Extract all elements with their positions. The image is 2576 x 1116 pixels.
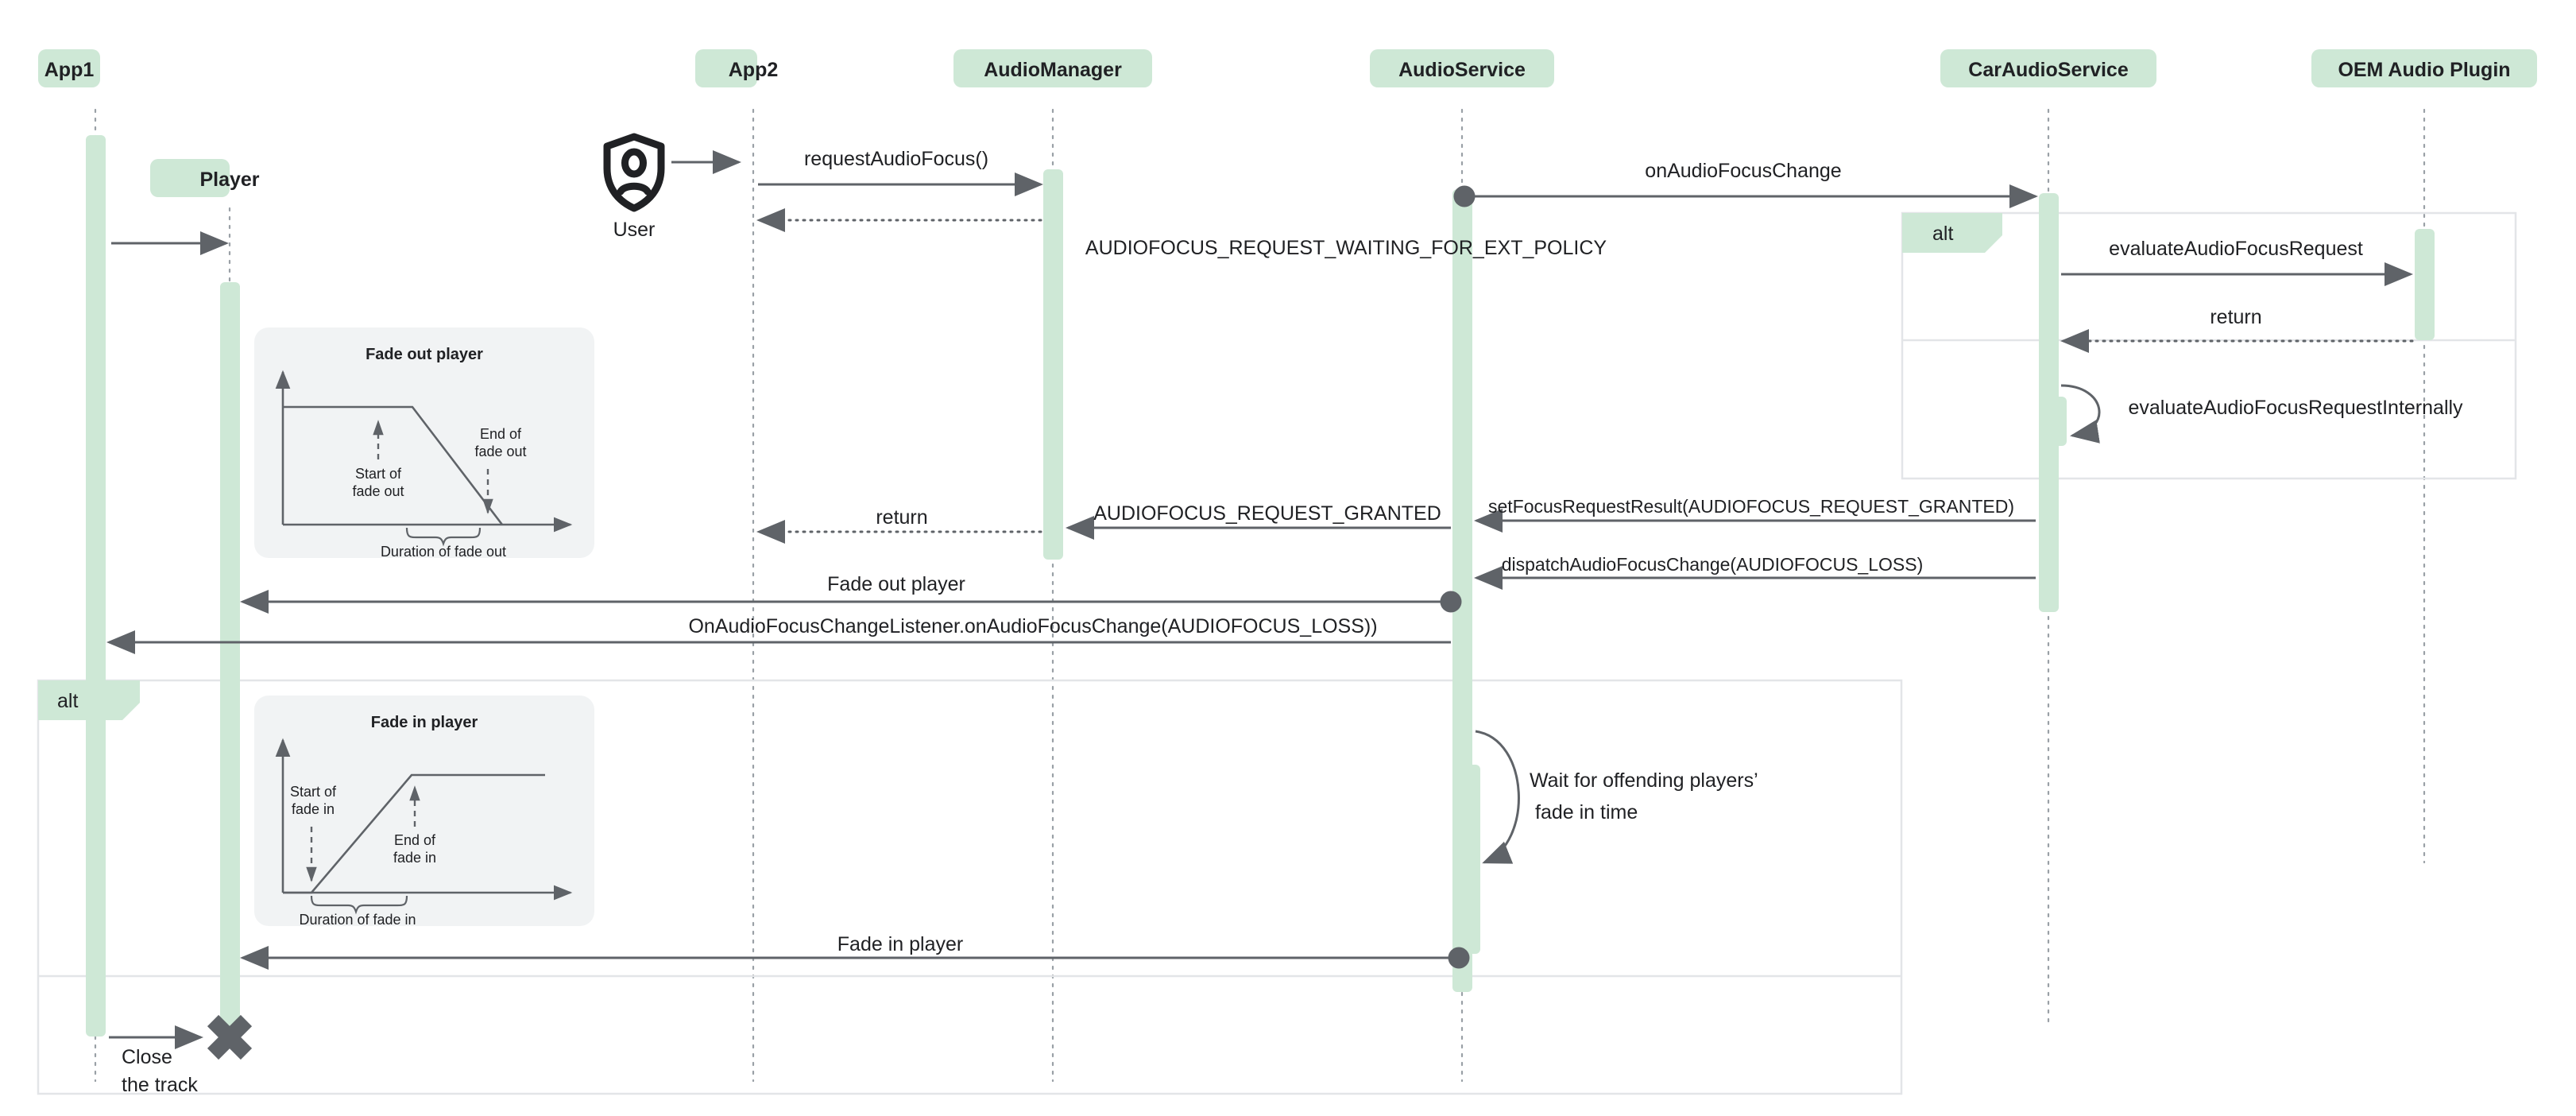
label-evaluate-internally: evaluateAudioFocusRequestInternally: [2128, 397, 2463, 419]
participant-label-player: Player: [199, 169, 259, 191]
participant-box-audiomanager[interactable]: [953, 49, 1152, 87]
fragment-label-alt-left: alt: [57, 690, 78, 712]
fade-out-panel: Fade out player Start of fade out End of…: [254, 327, 594, 560]
fade-out-duration-label: Duration of fade out: [381, 544, 506, 560]
fade-out-start-label-line1: Start of: [355, 466, 402, 482]
participant-label-caraudioservice: CarAudioService: [1968, 59, 2129, 81]
fade-in-start-label-line1: Start of: [290, 784, 337, 800]
participant-label-app1: App1: [44, 59, 95, 81]
label-on-audio-focus-change-listener: OnAudioFocusChangeListener.onAudioFocusC…: [688, 615, 1377, 637]
label-waiting-for-ext-policy: AUDIOFOCUS_REQUEST_WAITING_FOR_EXT_POLIC…: [1085, 237, 1607, 259]
activation-app1: [86, 135, 106, 1037]
label-return-to-app2: return: [876, 506, 927, 529]
participant-box-caraudioservice[interactable]: [1940, 49, 2156, 87]
fragment-alt-left: [37, 679, 1903, 1095]
label-close-the-track-line2: the track: [122, 1074, 198, 1096]
activation-caraudioservice-nested: [2047, 397, 2067, 446]
fade-out-curve: [283, 405, 504, 525]
fragment-tag-alt-left: alt: [38, 680, 140, 720]
label-audiofocus-request-granted: AUDIOFOCUS_REQUEST_GRANTED: [1093, 502, 1441, 525]
shield-person-icon: [603, 133, 665, 212]
label-set-focus-request-result: setFocusRequestResult(AUDIOFOCUS_REQUEST…: [1488, 496, 2014, 517]
fade-out-start-label-line2: fade out: [352, 483, 404, 499]
label-fade-out-player: Fade out player: [827, 573, 965, 595]
label-evaluate-return: return: [2210, 306, 2261, 328]
fade-out-duration-brace: [405, 527, 482, 547]
message-labels: requestAudioFocus() onAudioFocusChange A…: [122, 148, 2463, 1096]
label-evaluate-audio-focus-request: evaluateAudioFocusRequest: [2109, 238, 2363, 260]
participant-box-audioservice[interactable]: [1370, 49, 1554, 87]
avatar-body: [617, 182, 652, 196]
activation-audiomanager: [1043, 169, 1063, 560]
fragment-tag-alt-right: alt: [1902, 213, 2002, 253]
activation-bars: [86, 135, 2435, 1037]
actor-label-user: User: [613, 219, 656, 241]
fade-out-chart-title: Fade out player: [366, 346, 483, 363]
participant-box-app1[interactable]: [38, 49, 100, 87]
activation-audioservice-nested: [1460, 765, 1480, 954]
fade-in-duration-label: Duration of fade in: [299, 912, 416, 928]
label-close-the-track-line1: Close: [122, 1046, 172, 1068]
participant-box-app2[interactable]: [695, 49, 757, 87]
messages: [106, 150, 2414, 1049]
fade-in-chart-title: Fade in player: [371, 714, 478, 731]
actor-user[interactable]: User: [603, 133, 665, 241]
fade-out-end-label-line1: End of: [480, 426, 522, 442]
participant-box-player[interactable]: [150, 159, 230, 197]
arrow-wait-fade-in-selfloop: [1475, 730, 1520, 864]
fade-in-end-label-line1: End of: [394, 832, 436, 848]
fragment-alt-right: [1901, 211, 2517, 480]
avatar-head: [621, 148, 647, 178]
activation-player: [220, 282, 240, 1033]
label-dispatch-audio-focus-change: dispatchAudioFocusChange(AUDIOFOCUS_LOSS…: [1502, 554, 1924, 575]
fade-in-duration-brace: [310, 895, 408, 915]
fade-in-curve: [283, 773, 545, 894]
label-wait-fade-in-line1: Wait for offending players’: [1530, 769, 1758, 792]
participant-label-oemplugin: OEM Audio Plugin: [2338, 59, 2510, 81]
arrow-evaluate-internally-selfloop: [2060, 384, 2101, 444]
destruction-x-icon: [207, 1014, 253, 1060]
fade-in-end-label-line2: fade in: [393, 850, 436, 866]
activation-oemplugin: [2415, 229, 2435, 340]
fade-in-start-label-line2: fade in: [292, 801, 335, 817]
fade-out-end-label-line2: fade out: [474, 444, 526, 459]
label-fade-in-player: Fade in player: [837, 933, 963, 955]
participant-box-oemplugin[interactable]: [2311, 49, 2537, 87]
participant-boxes: App1 Player App2 AudioManager AudioServi…: [38, 49, 2537, 197]
label-wait-fade-in-line2: fade in time: [1535, 801, 1638, 823]
fragment-label-alt-right: alt: [1932, 223, 1953, 245]
participant-label-audioservice: AudioService: [1398, 59, 1526, 81]
fade-in-panel: Fade in player Start of fade in End of f…: [254, 696, 594, 928]
label-request-audio-focus: requestAudioFocus(): [804, 148, 988, 170]
participant-label-app2: App2: [729, 59, 779, 81]
participant-label-audiomanager: AudioManager: [984, 59, 1122, 81]
label-on-audio-focus-change: onAudioFocusChange: [1645, 160, 1841, 182]
